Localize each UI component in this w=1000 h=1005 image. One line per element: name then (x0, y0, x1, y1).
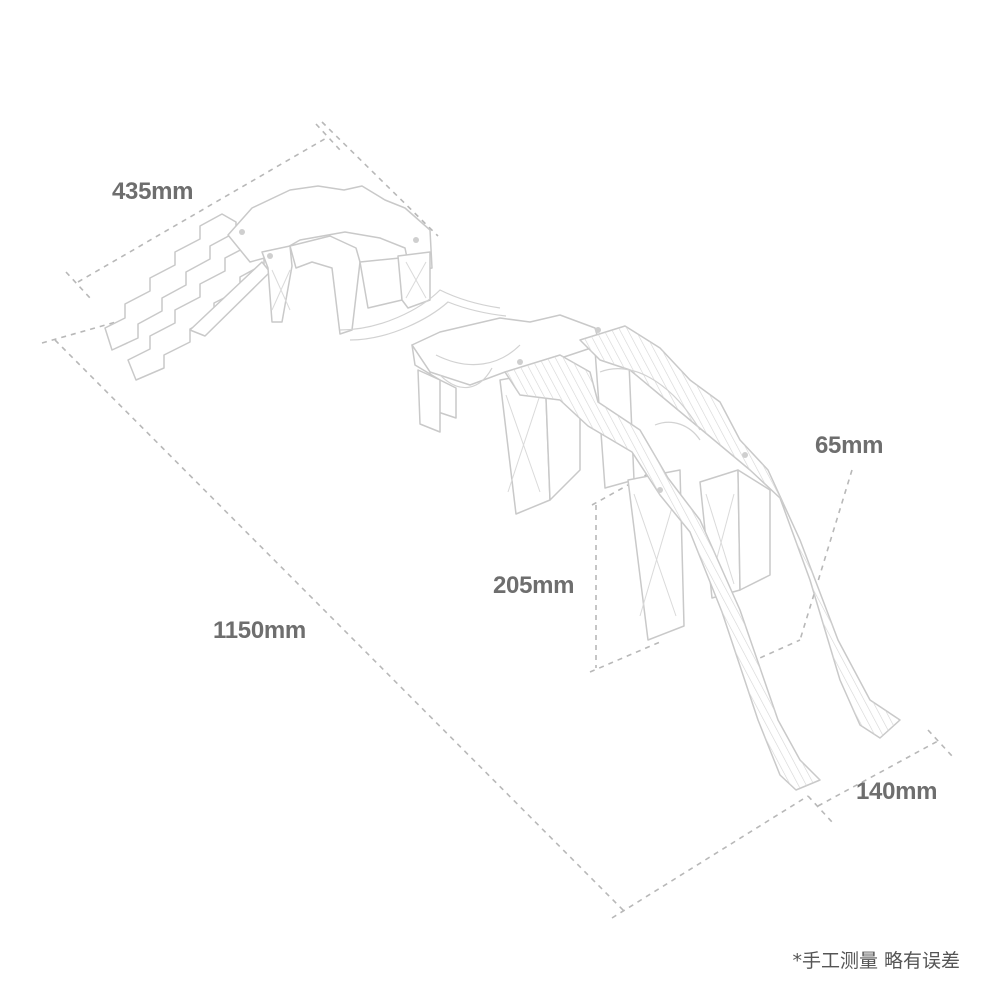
dimension-label-height: 205mm (493, 572, 575, 599)
ramps (504, 325, 901, 791)
measurement-note: *手工测量 略有误差 (792, 950, 960, 972)
mounting-holes (239, 229, 748, 493)
upper-arch (227, 185, 507, 341)
pillars (499, 339, 771, 641)
dimension-label-length: 1150mm (213, 617, 306, 644)
dimension-lines (41, 121, 953, 919)
dimension-label-width: 435mm (112, 178, 194, 205)
dimension-label-base-width: 140mm (856, 778, 938, 805)
dimension-label-track-width: 65mm (815, 432, 884, 459)
dim-line-length (54, 339, 626, 913)
dim-line-width (77, 136, 329, 283)
dim-line-base (817, 740, 939, 807)
